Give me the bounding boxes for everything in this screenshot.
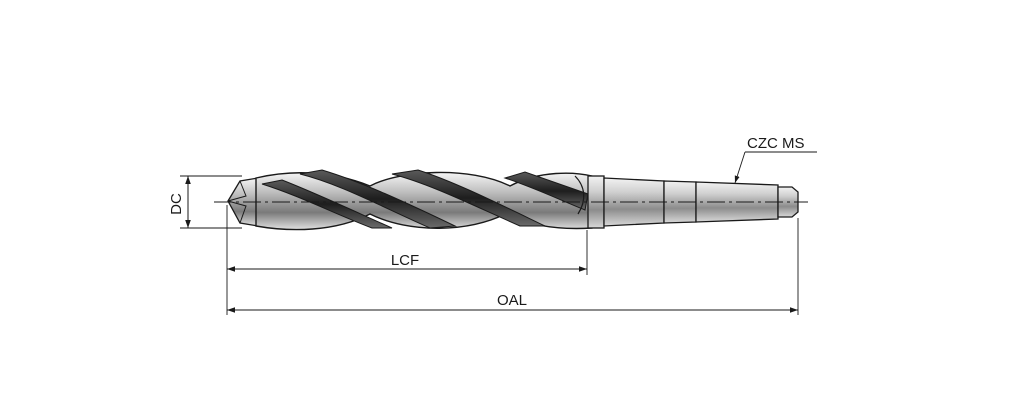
dc-label: DC: [168, 193, 185, 215]
shank-label: CZC MS: [747, 135, 805, 152]
shank-callout: CZC MS: [734, 135, 817, 184]
flute-3: [391, 169, 546, 227]
oal-label: OAL: [497, 292, 527, 309]
flute-2: [299, 169, 457, 229]
flute-1: [261, 179, 393, 229]
dc-dimension: DC: [168, 175, 242, 229]
lcf-dimension: LCF: [227, 252, 587, 272]
drill-body: [227, 169, 593, 231]
oal-dimension: OAL: [227, 292, 798, 313]
lcf-label: LCF: [391, 252, 419, 269]
